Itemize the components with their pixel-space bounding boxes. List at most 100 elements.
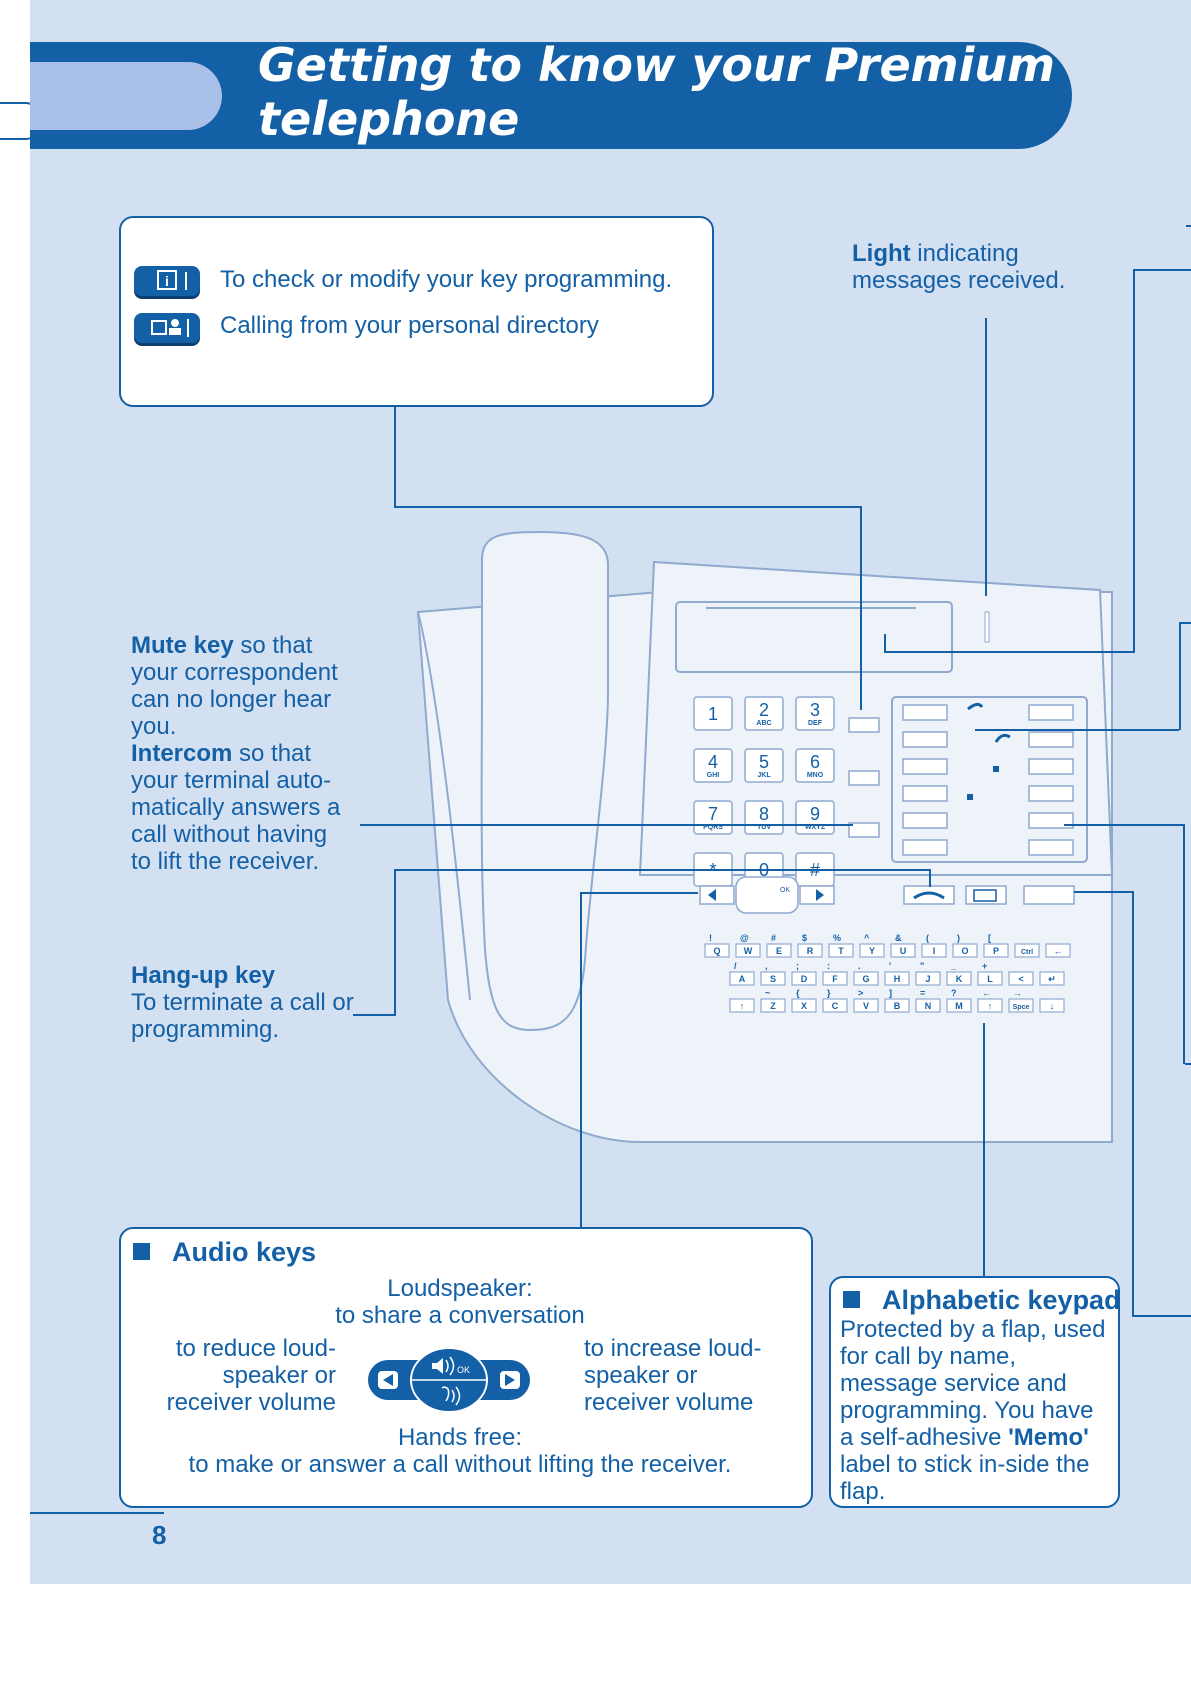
directory-key[interactable] <box>848 770 880 786</box>
volume-down-key[interactable] <box>699 885 735 905</box>
alpha-key-symbol: " <box>920 961 924 971</box>
alpha-key-symbol: ← <box>982 988 991 998</box>
alpha-key-label: G <box>862 974 869 984</box>
dial-key-label: 9 <box>810 804 820 824</box>
alpha-key[interactable]: H' <box>884 961 910 986</box>
alpha-key[interactable]: V> <box>853 988 879 1013</box>
programmable-key[interactable] <box>902 704 948 721</box>
alpha-key[interactable]: M? <box>946 988 972 1013</box>
alpha-text-before: Protected by a flap, used for call by na… <box>840 1316 1106 1451</box>
alpha-key[interactable]: N= <box>915 988 941 1013</box>
audio-center-key[interactable] <box>735 876 799 914</box>
alpha-key[interactable]: S, <box>760 961 786 986</box>
alpha-key[interactable]: Z~ <box>760 988 786 1013</box>
alpha-key-label: W <box>744 946 753 956</box>
alpha-key[interactable]: P[ <box>983 933 1009 958</box>
programmable-key[interactable] <box>902 812 948 829</box>
alpha-key-symbol: ~ <box>765 988 770 998</box>
alpha-key-symbol: ( <box>926 933 929 943</box>
alpha-key[interactable]: T% <box>828 933 854 958</box>
alpha-key[interactable]: ↵ <box>1039 971 1065 986</box>
alpha-key[interactable]: G. <box>853 961 879 986</box>
audio-keys-title-text: Audio keys <box>172 1237 317 1267</box>
alpha-key[interactable]: ↑← <box>977 988 1003 1013</box>
mute-key-bold: Mute key <box>131 632 234 659</box>
dial-key[interactable]: 1 <box>693 696 733 731</box>
alpha-key-label: S <box>770 974 776 984</box>
connector <box>1185 1063 1191 1065</box>
alpha-key[interactable]: E# <box>766 933 792 958</box>
alpha-key[interactable]: Y^ <box>859 933 885 958</box>
programmable-key[interactable] <box>1028 812 1074 829</box>
alpha-key[interactable]: Spce→ <box>1008 988 1034 1013</box>
alpha-key[interactable]: ← <box>1045 943 1071 958</box>
intercom-text: so that your terminal auto-matically ans… <box>131 740 341 875</box>
alphabetic-keypad-title: Alphabetic keypad <box>843 1284 1121 1316</box>
alpha-key[interactable]: Ctrl <box>1014 943 1040 958</box>
programmable-key[interactable] <box>1028 839 1074 856</box>
connector <box>394 407 396 507</box>
alpha-key[interactable]: R$ <box>797 933 823 958</box>
alpha-key[interactable]: A/ <box>729 961 755 986</box>
alpha-key-symbol: / <box>734 961 737 971</box>
programmable-key[interactable] <box>902 785 948 802</box>
connector <box>353 1014 396 1016</box>
alpha-key[interactable]: D; <box>791 961 817 986</box>
alpha-key[interactable]: < <box>1008 971 1034 986</box>
alpha-key-symbol: = <box>920 988 925 998</box>
alpha-key[interactable]: U& <box>890 933 916 958</box>
alpha-key-label: ↑ <box>740 1001 745 1011</box>
alpha-key[interactable]: ↑ <box>729 998 755 1013</box>
alpha-key-symbol: ! <box>709 933 712 943</box>
programmable-key[interactable] <box>1028 704 1074 721</box>
info-key[interactable] <box>848 717 880 733</box>
alpha-key[interactable]: ↓ <box>1039 998 1065 1013</box>
connector <box>985 318 987 596</box>
programmable-key[interactable] <box>902 758 948 775</box>
alpha-key[interactable]: B] <box>884 988 910 1013</box>
connector <box>975 729 1179 731</box>
programmable-key[interactable] <box>1028 785 1074 802</box>
programmable-key[interactable] <box>1028 731 1074 748</box>
alpha-key[interactable]: K_ <box>946 961 972 986</box>
intercom-key[interactable] <box>848 822 880 838</box>
alpha-key[interactable]: W@ <box>735 933 761 958</box>
alpha-key[interactable]: X{ <box>791 988 817 1013</box>
alpha-key-label: Y <box>869 946 875 956</box>
audio-keys-title: Audio keys <box>133 1236 316 1268</box>
programmable-key[interactable] <box>1028 758 1074 775</box>
hangup-key[interactable] <box>903 885 955 905</box>
alpha-key[interactable]: C} <box>822 988 848 1013</box>
alpha-key-label: Z <box>770 1001 776 1011</box>
intercom-bold: Intercom <box>131 740 233 767</box>
programmable-key[interactable] <box>902 839 948 856</box>
alphabetic-keypad-text: Protected by a flap, used for call by na… <box>840 1316 1108 1505</box>
programmable-key[interactable] <box>902 731 948 748</box>
mute-key[interactable] <box>1023 885 1075 905</box>
info-key-icon: i <box>134 266 200 296</box>
alpha-key-label: ↵ <box>1048 974 1056 984</box>
alpha-key[interactable]: F: <box>822 961 848 986</box>
connector <box>1186 225 1191 227</box>
dial-key-label: 2 <box>759 700 769 720</box>
alpha-key-symbol: ? <box>951 988 957 998</box>
alpha-key[interactable]: I( <box>921 933 947 958</box>
alpha-key[interactable]: L+ <box>977 961 1003 986</box>
footer-rule <box>30 1512 164 1514</box>
dial-key-letters: MNO <box>807 772 824 779</box>
alpha-key-label: H <box>894 974 901 984</box>
audio-ok-label: OK <box>457 1365 470 1375</box>
alpha-key[interactable]: J" <box>915 961 941 986</box>
alpha-key-label: ↓ <box>1050 1001 1055 1011</box>
alpha-key[interactable]: Q! <box>704 933 730 958</box>
alpha-key[interactable]: O) <box>952 933 978 958</box>
